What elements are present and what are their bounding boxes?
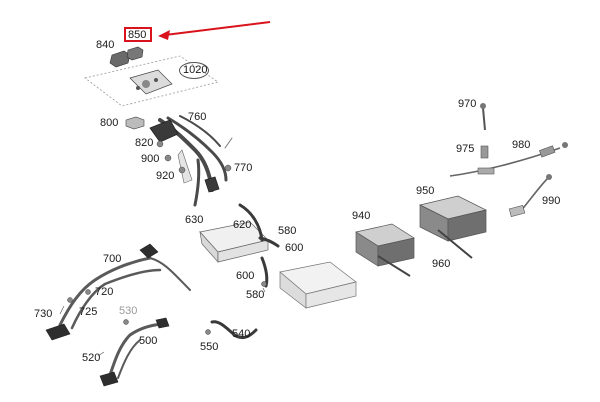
label-540: 540: [232, 328, 251, 340]
label-600-lower: 600: [236, 270, 255, 282]
label-620: 620: [233, 219, 252, 231]
callout-arrow: [158, 21, 271, 40]
label-600-right: 600: [285, 242, 304, 254]
part-760-harness: [149, 115, 233, 207]
label-950: 950: [416, 185, 435, 197]
part-840-850-brackets: [109, 46, 144, 68]
label-580-lower: 580: [246, 289, 265, 301]
label-500: 500: [139, 335, 158, 347]
label-520: 520: [82, 352, 101, 364]
label-720: 720: [95, 286, 114, 298]
leader-lines: [59, 287, 266, 357]
label-940: 940: [352, 210, 371, 222]
label-900: 900: [141, 153, 160, 165]
label-550: 550: [200, 341, 219, 353]
label-920: 920: [156, 170, 175, 182]
part-1020-plate: [84, 55, 219, 107]
label-580-upper: 580: [278, 225, 297, 237]
part-980-cable: [449, 142, 568, 177]
label-840: 840: [96, 39, 115, 51]
part-500-harness: [99, 317, 170, 387]
part-970-975-sensors: [480, 103, 489, 159]
label-770: 770: [234, 162, 253, 174]
label-850: 850: [128, 29, 147, 41]
label-970: 970: [458, 98, 477, 110]
label-980: 980: [512, 139, 531, 151]
label-960: 960: [432, 258, 451, 270]
part-950-module: [418, 195, 488, 259]
label-800: 800: [100, 117, 119, 129]
label-700: 700: [103, 253, 122, 265]
label-730: 730: [34, 308, 53, 320]
part-fasteners-upper: [156, 140, 232, 174]
part-540-hose: [210, 320, 258, 340]
label-760: 760: [188, 111, 207, 123]
label-725: 725: [79, 306, 98, 318]
part-940-module: [355, 223, 415, 277]
label-1020: 1020: [183, 64, 208, 76]
part-control-unit: [279, 261, 357, 309]
part-fasteners-lower: [67, 281, 267, 335]
label-630: 630: [185, 214, 204, 226]
label-530: 530: [119, 305, 138, 317]
label-820: 820: [135, 137, 154, 149]
label-975: 975: [456, 143, 475, 155]
part-1020-callout-ring: [179, 62, 209, 79]
part-700-harness: [45, 243, 191, 341]
part-800-block: [125, 116, 145, 130]
part-990-cable: [508, 174, 552, 218]
part-850-highlight-box: [124, 27, 152, 42]
label-990: 990: [542, 195, 561, 207]
part-630-tray: [199, 221, 269, 263]
